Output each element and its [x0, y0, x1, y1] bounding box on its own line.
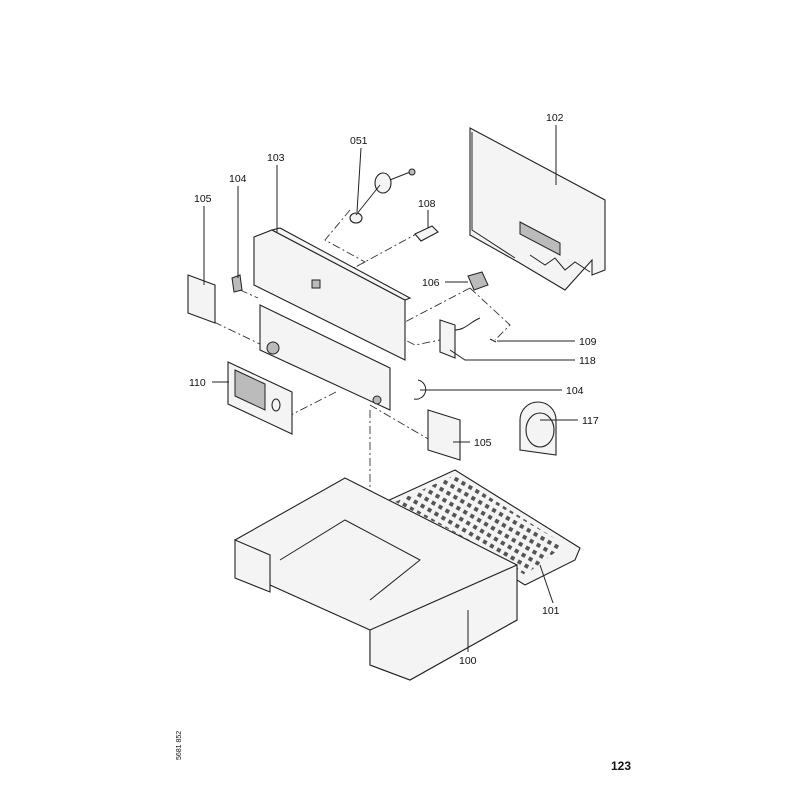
part-109-small-part [489, 338, 497, 343]
label-104-right: 104 [566, 385, 584, 397]
part-108-clip [414, 225, 439, 242]
label-100: 100 [459, 655, 477, 667]
label-104-top: 104 [229, 173, 247, 185]
part-104-clip-right [413, 379, 427, 400]
label-118: 118 [579, 355, 596, 367]
label-103: 103 [267, 152, 285, 164]
page-number: 123 [611, 759, 631, 773]
label-051: 051 [350, 135, 368, 147]
label-102: 102 [546, 112, 564, 124]
label-108: 108 [418, 198, 436, 210]
part-110-display-module [227, 361, 293, 435]
leader-lines [203, 125, 578, 652]
part-105-cover-left [187, 274, 216, 324]
part-104-bracket-left [231, 274, 243, 293]
part-105-cover-right [427, 409, 461, 461]
label-106: 106 [422, 277, 440, 289]
label-109: 109 [579, 336, 597, 348]
part-051-sensor [349, 168, 416, 224]
document-number: 5681 852 [176, 731, 183, 760]
part-103-housing [253, 227, 412, 411]
part-100-base-tray [234, 477, 518, 681]
part-118-board [439, 317, 481, 359]
label-105-top: 105 [194, 193, 212, 205]
label-105-right: 105 [474, 437, 492, 449]
part-102-back-frame [469, 127, 606, 291]
part-117-cap [519, 401, 557, 456]
label-101: 101 [542, 605, 560, 617]
part-106-connector [467, 271, 489, 291]
label-117: 117 [582, 415, 599, 427]
label-110: 110 [189, 377, 206, 389]
